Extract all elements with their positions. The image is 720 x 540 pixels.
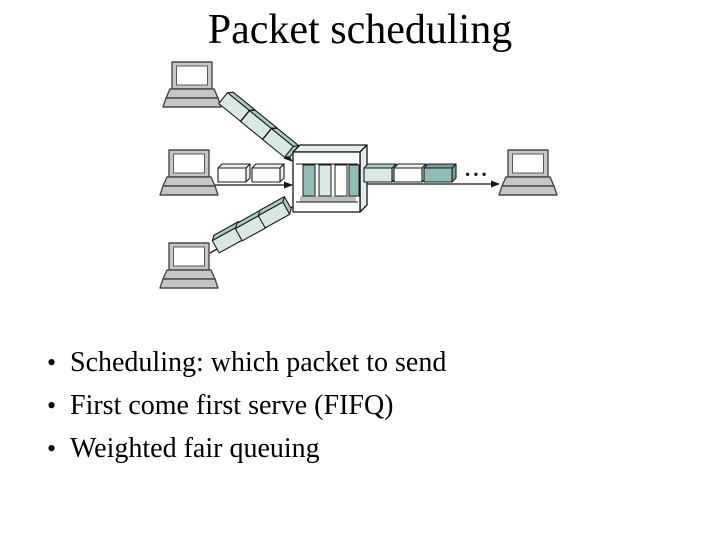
bullet-text: Scheduling: which packet to send bbox=[70, 347, 447, 378]
bullet-item: • First come first serve (FIFQ) bbox=[47, 384, 446, 427]
bullet-list: • Scheduling: which packet to send • Fir… bbox=[47, 341, 446, 470]
queued-packet bbox=[334, 164, 348, 197]
ellipsis-text: ... bbox=[465, 157, 490, 181]
packet-icon bbox=[393, 163, 427, 183]
queue-shadow bbox=[300, 196, 356, 202]
bullet-item: • Scheduling: which packet to send bbox=[47, 341, 446, 384]
queue-box-icon bbox=[292, 144, 368, 213]
queued-packet bbox=[302, 164, 316, 197]
bullet-marker: • bbox=[47, 348, 57, 377]
bullet-item: • Weighted fair queuing bbox=[47, 427, 446, 470]
bullet-marker: • bbox=[47, 391, 57, 420]
queued-packet bbox=[318, 164, 332, 197]
packet-scheduling-diagram: ... bbox=[159, 61, 558, 289]
packet-icon bbox=[262, 127, 300, 158]
computer-icon-source-1 bbox=[162, 61, 222, 108]
packet-icon bbox=[217, 163, 251, 183]
packet-icon bbox=[251, 163, 285, 183]
packet-icon bbox=[257, 196, 292, 229]
packet-icon bbox=[423, 163, 457, 183]
computer-icon-source-2 bbox=[159, 149, 219, 196]
bullet-text: First come first serve (FIFQ) bbox=[70, 390, 394, 421]
page-title: Packet scheduling bbox=[207, 7, 513, 53]
computer-icon-destination bbox=[498, 149, 558, 196]
bullet-marker: • bbox=[47, 434, 57, 463]
computer-icon-source-3 bbox=[159, 242, 219, 289]
bullet-text: Weighted fair queuing bbox=[70, 433, 320, 464]
packet-icon bbox=[363, 163, 397, 183]
queued-packet bbox=[348, 164, 360, 197]
